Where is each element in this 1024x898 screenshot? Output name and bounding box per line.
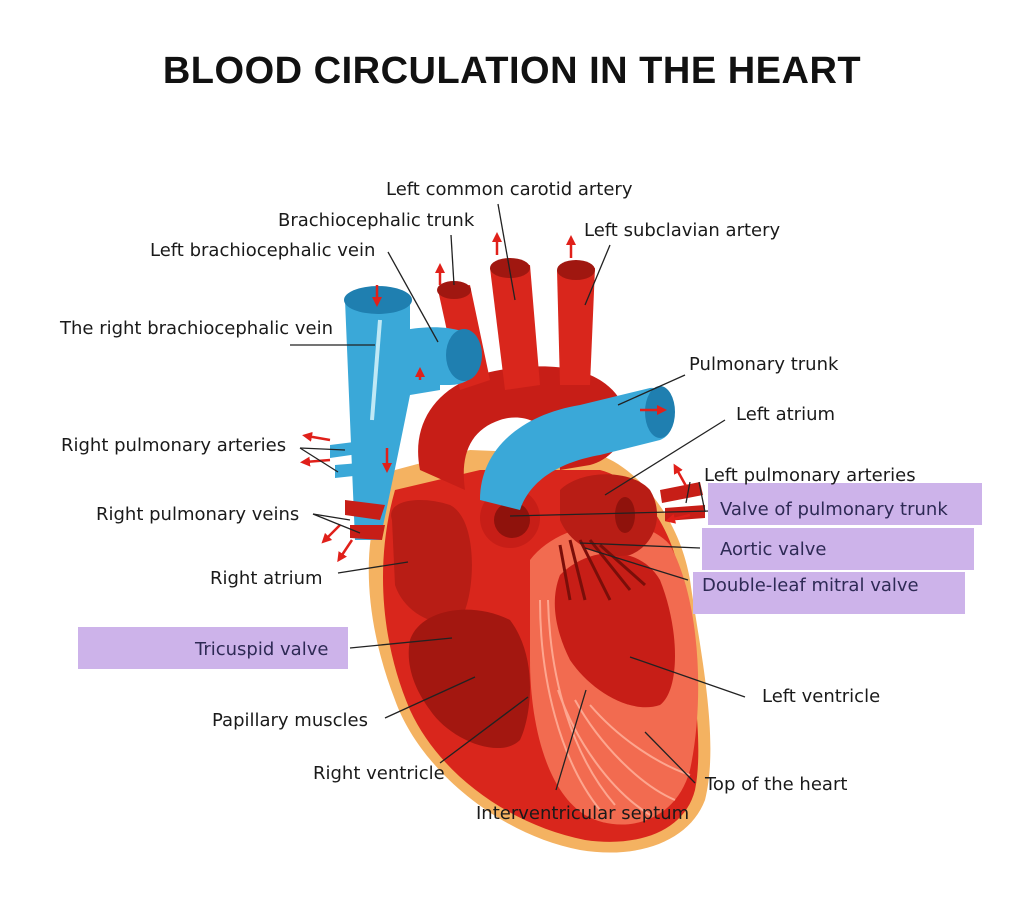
left-ventricle-chamber xyxy=(554,553,675,708)
label-left-subclavian-artery: Left subclavian artery xyxy=(584,220,781,241)
label-interventricular-septum: Interventricular septum xyxy=(476,803,690,824)
label-right-pulmonary-arteries: Right pulmonary arteries xyxy=(61,435,287,456)
label-left-atrium: Left atrium xyxy=(736,404,836,425)
label-left-brachiocephalic-vein: Left brachiocephalic vein xyxy=(150,240,376,261)
highlight-valve-of-pulmonary-trunk xyxy=(708,483,982,525)
label-top-of-the-heart: Top of the heart xyxy=(705,774,848,795)
left-subclavian-shape xyxy=(557,268,595,385)
left-atrium-chamber xyxy=(560,474,658,556)
pulmonary-trunk-shape xyxy=(480,387,674,510)
label-tricuspid-valve: Tricuspid valve xyxy=(195,639,329,660)
page-title: BLOOD CIRCULATION IN THE HEART xyxy=(162,50,862,92)
left-common-carotid-shape xyxy=(490,265,540,390)
highlight-aortic-valve xyxy=(702,528,974,570)
label-left-ventricle: Left ventricle xyxy=(762,686,881,707)
label-left-pulmonary-arteries: Left pulmonary arteries xyxy=(704,465,916,486)
highlight-mitral-valve xyxy=(693,572,965,614)
label-left-common-carotid-artery: Left common carotid artery xyxy=(386,179,633,200)
label-right-brachiocephalic-vein: The right brachiocephalic vein xyxy=(60,318,333,339)
label-valve-of-pulmonary-trunk: Valve of pulmonary trunk xyxy=(720,499,948,520)
label-right-atrium: Right atrium xyxy=(210,568,323,589)
label-papillary-muscles: Papillary muscles xyxy=(212,710,368,731)
label-brachiocephalic-trunk: Brachiocephalic trunk xyxy=(278,210,475,231)
right-atrium-chamber xyxy=(391,500,472,624)
label-right-pulmonary-veins: Right pulmonary veins xyxy=(96,504,300,525)
label-pulmonary-trunk: Pulmonary trunk xyxy=(689,354,839,375)
right-ventricle-chamber xyxy=(408,609,530,749)
label-double-leaf-mitral-valve: Double-leaf mitral valve xyxy=(702,575,919,596)
superior-vena-cava-shape xyxy=(345,292,440,540)
label-right-ventricle: Right ventricle xyxy=(313,763,445,784)
highlight-tricuspid-valve xyxy=(78,627,348,669)
label-aortic-valve: Aortic valve xyxy=(720,539,827,560)
